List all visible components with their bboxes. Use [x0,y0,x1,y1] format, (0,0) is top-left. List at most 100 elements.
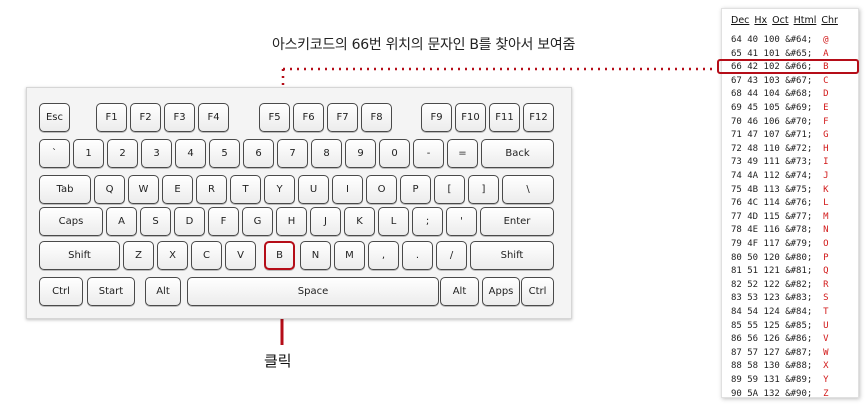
key-h[interactable]: H [276,207,307,236]
key-4[interactable]: 4 [175,139,206,168]
key-sym-44[interactable]: , [368,241,399,270]
key-z[interactable]: Z [123,241,154,270]
key-f12[interactable]: F12 [523,103,554,132]
ascii-cell: 47 [747,130,759,141]
key-k[interactable]: K [344,207,375,236]
key-alt[interactable]: Alt [145,277,181,306]
key-f5[interactable]: F5 [259,103,290,132]
key-f8[interactable]: F8 [361,103,392,132]
key-sym-91[interactable]: [ [434,175,465,204]
key-u[interactable]: U [298,175,329,204]
key-1[interactable]: 1 [73,139,104,168]
key-f11[interactable]: F11 [489,103,520,132]
ascii-row: 69 45 105 &#69; E [731,101,829,115]
ascii-row: 64 40 100 &#64; @ [731,33,829,47]
ascii-cell: &#74; [785,171,813,181]
key-9[interactable]: 9 [345,139,376,168]
key-esc[interactable]: Esc [39,103,70,132]
key-f6[interactable]: F6 [293,103,324,132]
key-apps[interactable]: Apps [482,277,520,306]
ascii-cell: 4D [747,211,759,222]
key-sym-92[interactable]: \ [502,175,554,204]
ascii-cell: &#88; [785,361,813,372]
key-i[interactable]: I [332,175,363,204]
ascii-cell: 125 [763,320,780,331]
key-sym-59[interactable]: ; [412,207,443,236]
key-3[interactable]: 3 [141,139,172,168]
ascii-cell: &#66; [785,62,813,73]
ascii-cell: &#79; [785,239,813,249]
key-y[interactable]: Y [264,175,295,204]
key-8[interactable]: 8 [311,139,342,168]
key-sym-45[interactable]: - [413,139,444,168]
key-w[interactable]: W [128,175,159,204]
key-q[interactable]: Q [94,175,125,204]
key-shift[interactable]: Shift [470,241,554,270]
key-r[interactable]: R [196,175,227,204]
key-d[interactable]: D [174,207,205,236]
key-shift[interactable]: Shift [39,241,120,270]
key-c[interactable]: C [191,241,222,270]
key-sym-96[interactable]: ` [39,139,70,168]
ascii-cell: 132 [763,388,780,399]
key-5[interactable]: 5 [209,139,240,168]
key-l[interactable]: L [378,207,409,236]
ascii-cell: 49 [747,157,759,168]
ascii-cell: 117 [763,239,780,249]
key-t[interactable]: T [230,175,261,204]
key-s[interactable]: S [140,207,171,236]
ascii-cell: 69 [731,103,742,113]
key-0[interactable]: 0 [379,139,410,168]
key-space[interactable]: Space [187,277,439,306]
ascii-cell: 82 [731,279,742,290]
key-p[interactable]: P [400,175,431,204]
ascii-cell: &#85; [785,320,813,331]
key-2[interactable]: 2 [107,139,138,168]
key-sym-39[interactable]: ' [446,207,477,236]
key-a[interactable]: A [106,207,137,236]
ascii-row: 75 4B 113 &#75; K [731,183,829,197]
key-g[interactable]: G [242,207,273,236]
ascii-row: 71 47 107 &#71; G [731,128,829,142]
key-v[interactable]: V [225,241,256,270]
key-sym-61[interactable]: = [447,139,478,168]
key-x[interactable]: X [157,241,188,270]
key-sym-93[interactable]: ] [468,175,499,204]
key-j[interactable]: J [310,207,341,236]
key-6[interactable]: 6 [243,139,274,168]
key-caps[interactable]: Caps [39,207,103,236]
key-m[interactable]: M [334,241,365,270]
ascii-cell: &#84; [785,307,813,317]
key-n[interactable]: N [300,241,331,270]
key-enter[interactable]: Enter [480,207,554,236]
ascii-char: D [823,89,829,100]
key-f2[interactable]: F2 [130,103,161,132]
key-f9[interactable]: F9 [421,103,452,132]
ascii-cell: 112 [763,171,780,181]
key-f10[interactable]: F10 [455,103,486,132]
key-alt[interactable]: Alt [440,277,479,306]
key-b[interactable]: B [264,241,295,270]
key-f3[interactable]: F3 [164,103,195,132]
ascii-row: 88 58 130 &#88; X [731,359,829,373]
key-ctrl[interactable]: Ctrl [521,277,554,306]
key-tab[interactable]: Tab [39,175,91,204]
ascii-cell: 120 [763,252,780,263]
key-back[interactable]: Back [481,139,554,168]
ascii-cell: 102 [763,62,780,73]
key-e[interactable]: E [162,175,193,204]
key-f1[interactable]: F1 [96,103,127,132]
key-sym-47[interactable]: / [436,241,467,270]
key-ctrl[interactable]: Ctrl [39,277,83,306]
key-f4[interactable]: F4 [198,103,229,132]
key-sym-46[interactable]: . [402,241,433,270]
key-f[interactable]: F [208,207,239,236]
key-o[interactable]: O [366,175,397,204]
ascii-cell: 59 [747,375,759,385]
key-start[interactable]: Start [87,277,135,306]
ascii-char: V [823,334,829,345]
key-f7[interactable]: F7 [327,103,358,132]
ascii-row: 81 51 121 &#81; Q [731,264,829,278]
key-7[interactable]: 7 [277,139,308,168]
ascii-row: 65 41 101 &#65; A [731,47,829,61]
